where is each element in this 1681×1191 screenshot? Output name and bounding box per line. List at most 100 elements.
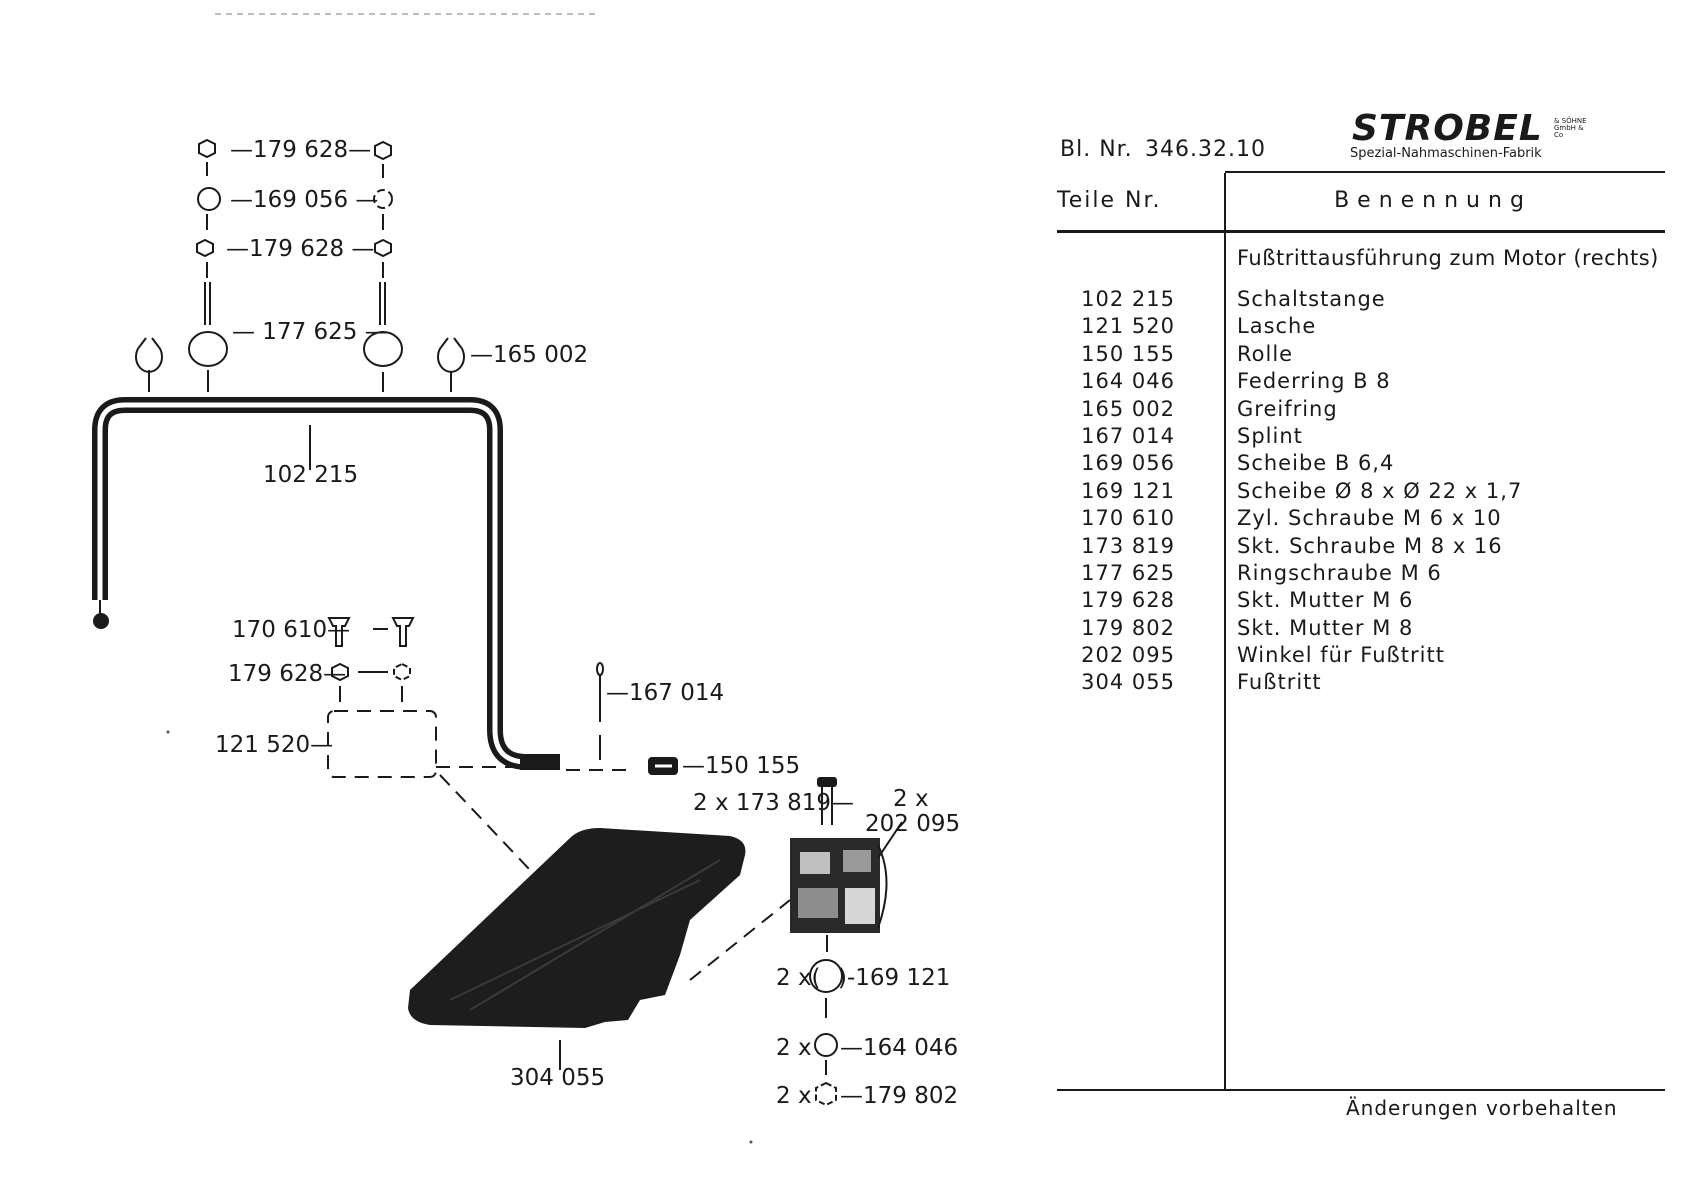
rule-header bbox=[1057, 230, 1665, 233]
table-row: 150 155 Rolle bbox=[1057, 341, 1657, 368]
table-row: 170 610 Zyl. Schraube M 6 x 10 bbox=[1057, 505, 1657, 532]
ring-screw-left bbox=[188, 282, 228, 367]
label-strap: 121 520— bbox=[215, 732, 333, 758]
part-name: Rolle bbox=[1237, 341, 1294, 366]
part-name: Schaltstange bbox=[1237, 287, 1386, 311]
label-nut-mid: —179 628 — bbox=[226, 236, 374, 262]
part-number: 169 121 bbox=[1081, 478, 1175, 503]
ring-screw-right bbox=[363, 282, 403, 367]
table-row: 169 121 Scheibe Ø 8 x Ø 22 x 1,7 bbox=[1057, 478, 1657, 505]
cyl-screw-right bbox=[391, 617, 415, 647]
angle-bracket bbox=[790, 838, 888, 933]
part-number: 167 014 bbox=[1081, 423, 1175, 448]
part-name: Skt. Mutter M 8 bbox=[1237, 615, 1414, 640]
part-number: 169 056 bbox=[1081, 451, 1175, 476]
label-angle-qty: 2 x bbox=[893, 786, 929, 812]
table-row: 177 625 Ringschraube M 6 bbox=[1057, 560, 1657, 587]
brand-tag: & SÖHNE GmbH & Co bbox=[1554, 117, 1587, 139]
nut-low-left bbox=[331, 662, 349, 682]
nut-mid-left bbox=[196, 238, 214, 258]
table-row: 102 215 Schaltstange bbox=[1057, 286, 1657, 313]
grip-ring-right bbox=[437, 337, 465, 373]
label-roller: —150 155 bbox=[682, 753, 800, 779]
label-spring-washer-no: —164 046 bbox=[840, 1035, 958, 1061]
part-name: Scheibe B 6,4 bbox=[1237, 451, 1395, 476]
label-nut-m8-no: —179 802 bbox=[840, 1083, 958, 1109]
part-name: Ringschraube M 6 bbox=[1237, 560, 1442, 585]
spring-washer bbox=[814, 1033, 838, 1057]
table-row: 169 056 Scheibe B 6,4 bbox=[1057, 450, 1657, 477]
rule-column bbox=[1224, 173, 1226, 1091]
label-nut-m8-qty: 2 x bbox=[776, 1083, 812, 1109]
part-name: Skt. Schraube M 8 x 16 bbox=[1237, 533, 1503, 558]
footer-note: Änderungen vorbehalten bbox=[1346, 1096, 1618, 1120]
column-header-part-no: Teile Nr. bbox=[1057, 188, 1162, 213]
part-name: Scheibe Ø 8 x Ø 22 x 1,7 bbox=[1237, 478, 1523, 503]
brand-logo: STROBEL bbox=[1352, 108, 1543, 149]
rule-bottom bbox=[1057, 1089, 1665, 1091]
label-spring-washer-qty: 2 x bbox=[776, 1035, 812, 1061]
hex-screw bbox=[817, 777, 837, 825]
split-pin bbox=[596, 662, 604, 760]
table-row: 304 055 Fußtritt bbox=[1057, 669, 1657, 696]
part-number: 170 610 bbox=[1081, 506, 1175, 531]
table-row: 164 046 Federring B 8 bbox=[1057, 368, 1657, 395]
sheet-label: Bl. Nr. bbox=[1060, 137, 1133, 162]
washer-right bbox=[373, 189, 393, 209]
part-number: 164 046 bbox=[1081, 369, 1175, 394]
part-number: 102 215 bbox=[1081, 287, 1175, 311]
part-name: Splint bbox=[1237, 423, 1303, 448]
nut-low-right bbox=[393, 662, 411, 682]
label-ring-screw: — 177 625 — bbox=[232, 319, 388, 345]
part-name: Skt. Mutter M 6 bbox=[1237, 588, 1414, 613]
part-name: Federring B 8 bbox=[1237, 369, 1391, 394]
part-name: Zyl. Schraube M 6 x 10 bbox=[1237, 506, 1502, 531]
label-hex-screw: 2 x 173 819— bbox=[693, 790, 854, 816]
label-shift-rod: 102 215 bbox=[263, 462, 358, 488]
nut-top-right bbox=[374, 140, 392, 161]
part-number: 202 095 bbox=[1081, 643, 1175, 668]
part-number: 173 819 bbox=[1081, 533, 1175, 558]
part-number: 179 628 bbox=[1081, 588, 1175, 613]
part-number: 150 155 bbox=[1081, 341, 1175, 366]
label-split-pin: —167 014 bbox=[606, 680, 724, 706]
part-number: 304 055 bbox=[1081, 670, 1175, 695]
parts-list: 102 215 Schaltstange 121 520 Lasche 150 15… bbox=[1057, 286, 1657, 697]
parts-diagram: —179 628— —169 056 — —179 628 — — 177 62… bbox=[92, 13, 960, 1144]
label-grip-ring: —165 002 bbox=[470, 342, 588, 368]
shift-rod bbox=[92, 397, 560, 770]
rule-top bbox=[1225, 171, 1665, 173]
part-name: Winkel für Fußtritt bbox=[1237, 643, 1445, 668]
pedal bbox=[408, 828, 746, 1028]
table-row: 121 520 Lasche bbox=[1057, 313, 1657, 340]
label-washer-big: 2 x( bbox=[776, 965, 821, 991]
brand-subtitle: Spezial-Nahmaschinen-Fabrik bbox=[1350, 146, 1542, 161]
table-row: 179 628 Skt. Mutter M 6 bbox=[1057, 587, 1657, 614]
grip-ring-left bbox=[135, 337, 163, 373]
nut-mid-right bbox=[374, 238, 392, 258]
washer-left bbox=[197, 187, 221, 211]
nut-top-left bbox=[198, 138, 216, 159]
part-number: 177 625 bbox=[1081, 560, 1175, 585]
part-number: 121 520 bbox=[1081, 314, 1175, 339]
label-nut-low: 179 628— bbox=[228, 661, 346, 687]
label-angle-no: 202 095 bbox=[865, 811, 960, 837]
table-row: 165 002 Greifring bbox=[1057, 396, 1657, 423]
table-row: 202 095 Winkel für Fußtritt bbox=[1057, 642, 1657, 669]
strap bbox=[327, 710, 437, 778]
label-washer-big-no: )-169 121 bbox=[838, 965, 950, 991]
table-row: 167 014 Splint bbox=[1057, 423, 1657, 450]
part-name: Greifring bbox=[1237, 396, 1338, 421]
label-nut-top: —179 628— bbox=[230, 137, 371, 163]
label-washer-top: —169 056 — bbox=[230, 187, 378, 213]
part-number: 165 002 bbox=[1081, 396, 1175, 421]
part-name: Fußtritt bbox=[1237, 670, 1322, 695]
section-title: Fußtrittausführung zum Motor (rechts) bbox=[1237, 246, 1659, 270]
label-cyl-screw: 170 610— bbox=[232, 617, 350, 643]
table-row: 173 819 Skt. Schraube M 8 x 16 bbox=[1057, 533, 1657, 560]
part-number: 179 802 bbox=[1081, 615, 1175, 640]
cyl-screw-left bbox=[327, 617, 351, 647]
column-header-name: Benennung bbox=[1334, 188, 1532, 213]
part-name: Lasche bbox=[1237, 314, 1317, 339]
table-row: 179 802 Skt. Mutter M 8 bbox=[1057, 615, 1657, 642]
